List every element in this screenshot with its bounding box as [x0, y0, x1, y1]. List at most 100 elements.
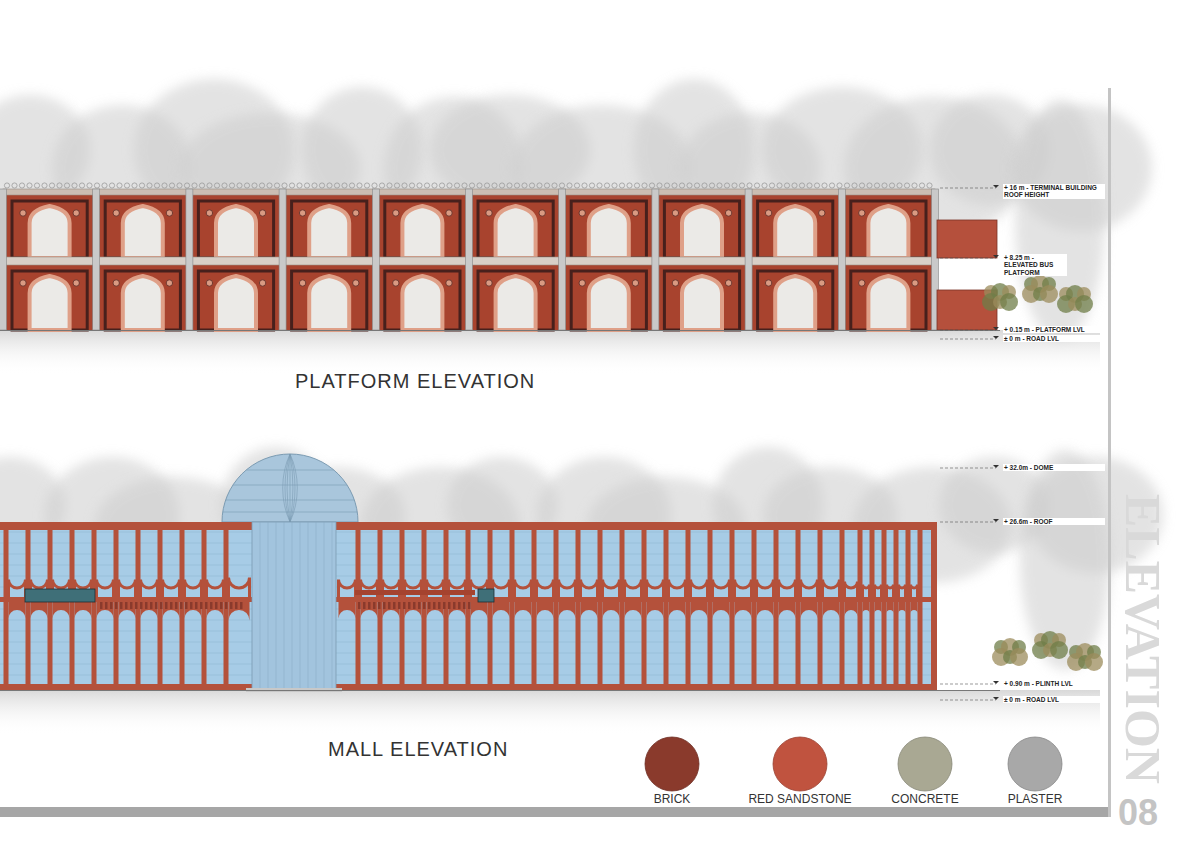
parapet-ornament — [724, 183, 729, 188]
arched-bay — [198, 201, 273, 258]
parapet-ornament — [42, 183, 47, 188]
annex-block — [937, 220, 997, 258]
rosette — [765, 210, 771, 216]
mullion — [276, 522, 277, 690]
curtain-glass — [0, 522, 937, 690]
rosette — [912, 280, 918, 286]
parapet-ornament — [702, 183, 707, 188]
pointed-arch — [309, 206, 349, 258]
canopy-bracket — [358, 602, 361, 609]
arched-bay — [385, 201, 460, 258]
pointed-arch — [682, 206, 722, 258]
rosette — [632, 280, 638, 286]
arch-spandrel — [537, 600, 554, 619]
arch-spandrel — [713, 600, 730, 619]
rosette — [20, 280, 26, 286]
parapet-ornament — [867, 183, 872, 188]
parapet-ornament — [912, 183, 917, 188]
parapet-ornament — [394, 183, 399, 188]
arch-spandrel — [31, 600, 48, 619]
canopy-bracket — [398, 602, 401, 609]
canopy-bracket — [135, 602, 138, 609]
rosette — [539, 210, 545, 216]
platform-facade — [0, 183, 1000, 331]
pointed-arch — [123, 206, 163, 258]
parapet-ornament — [919, 183, 924, 188]
arched-bay — [292, 271, 367, 330]
pointed-arch — [496, 276, 536, 330]
brick-fin — [882, 522, 887, 690]
parapet-ornament — [64, 183, 69, 188]
ground-line — [0, 690, 1000, 691]
upper-arch — [779, 580, 796, 601]
brick-fin — [92, 522, 97, 690]
pointed-arch — [868, 276, 908, 330]
canopy-bracket — [393, 602, 396, 609]
bay-frame — [292, 271, 367, 330]
canopy-bracket — [200, 602, 203, 609]
mullion — [308, 522, 309, 690]
tree-foliage — [1010, 648, 1028, 666]
parapet-ornament — [12, 183, 17, 188]
parapet-ornament — [402, 183, 407, 188]
level-symbol — [993, 681, 999, 684]
brick-wall — [3, 190, 935, 330]
pointed-arch — [123, 276, 163, 330]
side-rule — [1108, 88, 1111, 817]
level-label: ± 0 m - ROAD LVL — [1003, 696, 1105, 703]
brick-fin — [444, 522, 449, 690]
signboard — [478, 589, 494, 602]
level-label: + 0.15 m - PLATFORM LVL — [1003, 326, 1105, 333]
pointed-arch — [216, 276, 256, 330]
level-label: + 32.0m - DOME — [1003, 464, 1105, 471]
pointed-arch — [589, 206, 629, 258]
rosette — [393, 280, 399, 286]
dome-ring — [223, 512, 358, 513]
upper-arch — [625, 580, 642, 601]
parapet-ornament — [597, 183, 602, 188]
parapet-ornament — [312, 183, 317, 188]
upper-arch — [735, 580, 752, 601]
brick-fin — [730, 522, 735, 690]
pilaster — [0, 189, 7, 330]
canopy-bracket — [230, 602, 233, 609]
brick-fin — [378, 522, 383, 690]
pointed-arch — [30, 206, 70, 258]
parapet-ornament — [679, 183, 684, 188]
level-label: ± 0 m - ROAD LVL — [1003, 335, 1105, 342]
upper-arch — [581, 580, 598, 601]
parapet-ornament — [222, 183, 227, 188]
arched-bay — [12, 201, 87, 258]
upper-arch — [603, 580, 620, 601]
legend-label: CONCRETE — [891, 792, 958, 806]
tree-foliage — [1040, 285, 1058, 303]
upper-arch — [713, 580, 730, 601]
upper-arch — [383, 580, 400, 601]
canopy-bracket — [175, 602, 178, 609]
parapet-ornament — [477, 183, 482, 188]
pilaster — [372, 189, 379, 330]
drawing-caption: PLATFORM ELEVATION — [295, 370, 535, 393]
sheet-title: ELEVATION — [1118, 494, 1168, 784]
arch-spandrel — [801, 600, 818, 619]
parapet-ornament — [372, 183, 377, 188]
parapet-ornament — [109, 183, 114, 188]
brick-fin — [686, 522, 691, 690]
upper-arch — [339, 580, 356, 601]
canopy-band — [355, 590, 475, 595]
tree-foliage — [1000, 293, 1018, 311]
upper-arch — [823, 580, 840, 601]
canopy-bracket — [423, 602, 426, 609]
parapet-ornament — [634, 183, 639, 188]
parapet-ornament — [859, 183, 864, 188]
mullion — [300, 522, 301, 690]
parapet-ornament — [387, 183, 392, 188]
arch-spandrel — [911, 600, 918, 614]
bay-frame — [478, 271, 553, 330]
canopy-bracket — [240, 602, 243, 609]
bay-frame — [758, 201, 833, 258]
pointed-arch — [775, 276, 815, 330]
bay-frame — [105, 201, 180, 258]
canopy-bracket — [160, 602, 163, 609]
